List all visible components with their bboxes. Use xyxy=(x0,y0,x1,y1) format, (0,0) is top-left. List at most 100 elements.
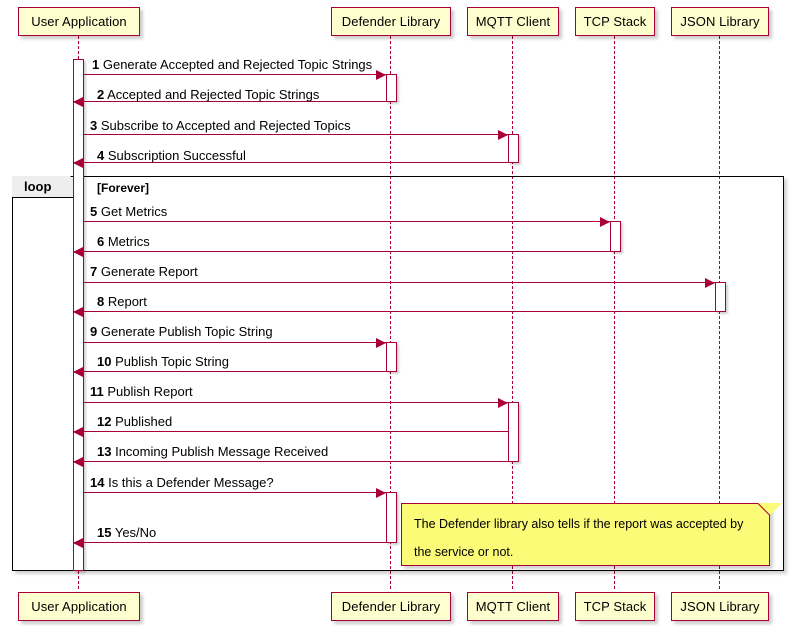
note-line-2: the service or not. xyxy=(414,545,514,559)
message-seq-number: 8 xyxy=(97,294,105,309)
participant-mqtt-top[interactable]: MQTT Client xyxy=(467,7,559,36)
activation-bar-tcp xyxy=(610,221,621,252)
participant-json-bottom[interactable]: JSON Library xyxy=(671,592,769,621)
message-seq-number: 4 xyxy=(97,148,105,163)
arrowhead-12 xyxy=(73,426,83,437)
lifeline-tcp xyxy=(614,36,616,589)
message-line-3 xyxy=(84,134,508,135)
note-box: The Defender library also tells if the r… xyxy=(401,503,770,566)
arrowhead-4 xyxy=(73,157,83,168)
message-line-14 xyxy=(84,492,386,493)
message-text: Report xyxy=(104,294,147,309)
message-seq-number: 12 xyxy=(97,414,112,429)
message-seq-number: 3 xyxy=(90,118,98,133)
message-text: Generate Report xyxy=(97,264,198,279)
message-seq-number: 1 xyxy=(92,57,100,72)
message-text: Generate Publish Topic String xyxy=(97,324,273,339)
note-fold-corner xyxy=(758,503,782,527)
message-label-4: 4 Subscription Successful xyxy=(97,149,246,162)
message-line-15 xyxy=(73,542,386,543)
loop-frame-tab: loop xyxy=(12,176,84,198)
arrowhead-2 xyxy=(73,96,83,107)
message-line-8 xyxy=(73,311,715,312)
message-text: Subscription Successful xyxy=(104,148,246,163)
message-seq-number: 13 xyxy=(97,444,112,459)
activation-bar-mqtt xyxy=(508,134,519,163)
participant-tcp-bottom[interactable]: TCP Stack xyxy=(575,592,655,621)
message-label-8: 8 Report xyxy=(97,295,147,308)
message-line-10 xyxy=(73,371,386,372)
arrowhead-9 xyxy=(376,337,386,348)
message-label-10: 10 Publish Topic String xyxy=(97,355,229,368)
message-text: Is this a Defender Message? xyxy=(104,475,274,490)
message-label-2: 2 Accepted and Rejected Topic Strings xyxy=(97,88,319,101)
message-seq-number: 14 xyxy=(90,475,105,490)
arrowhead-3 xyxy=(498,129,508,140)
message-label-5: 5 Get Metrics xyxy=(90,205,167,218)
arrowhead-15 xyxy=(73,537,83,548)
participant-label: User Application xyxy=(31,14,127,29)
message-seq-number: 11 xyxy=(90,384,104,399)
message-line-6 xyxy=(73,251,610,252)
message-line-11 xyxy=(84,402,508,403)
participant-user-top[interactable]: User Application xyxy=(18,7,140,36)
arrowhead-1 xyxy=(376,69,386,80)
message-label-9: 9 Generate Publish Topic String xyxy=(90,325,273,338)
arrowhead-11 xyxy=(498,397,508,408)
message-seq-number: 5 xyxy=(90,204,98,219)
participant-label: User Application xyxy=(31,599,127,614)
message-text: Get Metrics xyxy=(97,204,168,219)
participant-json-top[interactable]: JSON Library xyxy=(671,7,769,36)
arrowhead-7 xyxy=(705,277,715,288)
message-line-9 xyxy=(84,342,386,343)
arrowhead-13 xyxy=(73,456,83,467)
message-line-1 xyxy=(84,74,386,75)
message-seq-number: 15 xyxy=(97,525,112,540)
participant-user-bottom[interactable]: User Application xyxy=(18,592,140,621)
arrowhead-6 xyxy=(73,246,83,257)
activation-bar-json xyxy=(715,282,726,312)
participant-label: JSON Library xyxy=(680,14,760,29)
message-label-1: 1 Generate Accepted and Rejected Topic S… xyxy=(92,58,372,71)
activation-bar-defender xyxy=(386,492,397,543)
message-seq-number: 7 xyxy=(90,264,98,279)
participant-label: Defender Library xyxy=(341,599,441,614)
arrowhead-10 xyxy=(73,366,83,377)
lifeline-defender xyxy=(390,36,392,589)
activation-bar-mqtt xyxy=(508,402,519,462)
message-text: Accepted and Rejected Topic Strings xyxy=(104,87,320,102)
arrowhead-8 xyxy=(73,306,83,317)
participant-label: JSON Library xyxy=(680,599,760,614)
participant-label: MQTT Client xyxy=(475,599,551,614)
message-text: Generate Accepted and Rejected Topic Str… xyxy=(99,57,373,72)
message-label-7: 7 Generate Report xyxy=(90,265,198,278)
participant-defender-bottom[interactable]: Defender Library xyxy=(331,592,451,621)
arrowhead-14 xyxy=(376,487,386,498)
loop-frame-label: loop xyxy=(24,179,52,194)
lifeline-json xyxy=(719,36,721,589)
message-line-13 xyxy=(73,461,508,462)
message-text: Publish Report xyxy=(103,384,193,399)
participant-label: Defender Library xyxy=(341,14,441,29)
message-label-3: 3 Subscribe to Accepted and Rejected Top… xyxy=(90,119,351,132)
loop-frame xyxy=(12,176,784,571)
message-line-5 xyxy=(84,221,610,222)
message-seq-number: 10 xyxy=(97,354,112,369)
participant-label: TCP Stack xyxy=(583,599,647,614)
message-label-6: 6 Metrics xyxy=(97,235,150,248)
participant-tcp-top[interactable]: TCP Stack xyxy=(575,7,655,36)
participant-defender-top[interactable]: Defender Library xyxy=(331,7,451,36)
participant-mqtt-bottom[interactable]: MQTT Client xyxy=(467,592,559,621)
message-label-15: 15 Yes/No xyxy=(97,526,156,539)
note-line-1: The Defender library also tells if the r… xyxy=(414,517,744,531)
message-line-4 xyxy=(73,162,508,163)
message-seq-number: 6 xyxy=(97,234,105,249)
participant-label: MQTT Client xyxy=(475,14,551,29)
participant-label: TCP Stack xyxy=(583,14,647,29)
message-text: Subscribe to Accepted and Rejected Topic… xyxy=(97,118,351,133)
loop-guard-condition: [Forever] xyxy=(97,181,150,195)
message-text: Incoming Publish Message Received xyxy=(111,444,329,459)
activation-bar-defender xyxy=(386,342,397,372)
message-label-13: 13 Incoming Publish Message Received xyxy=(97,445,328,458)
